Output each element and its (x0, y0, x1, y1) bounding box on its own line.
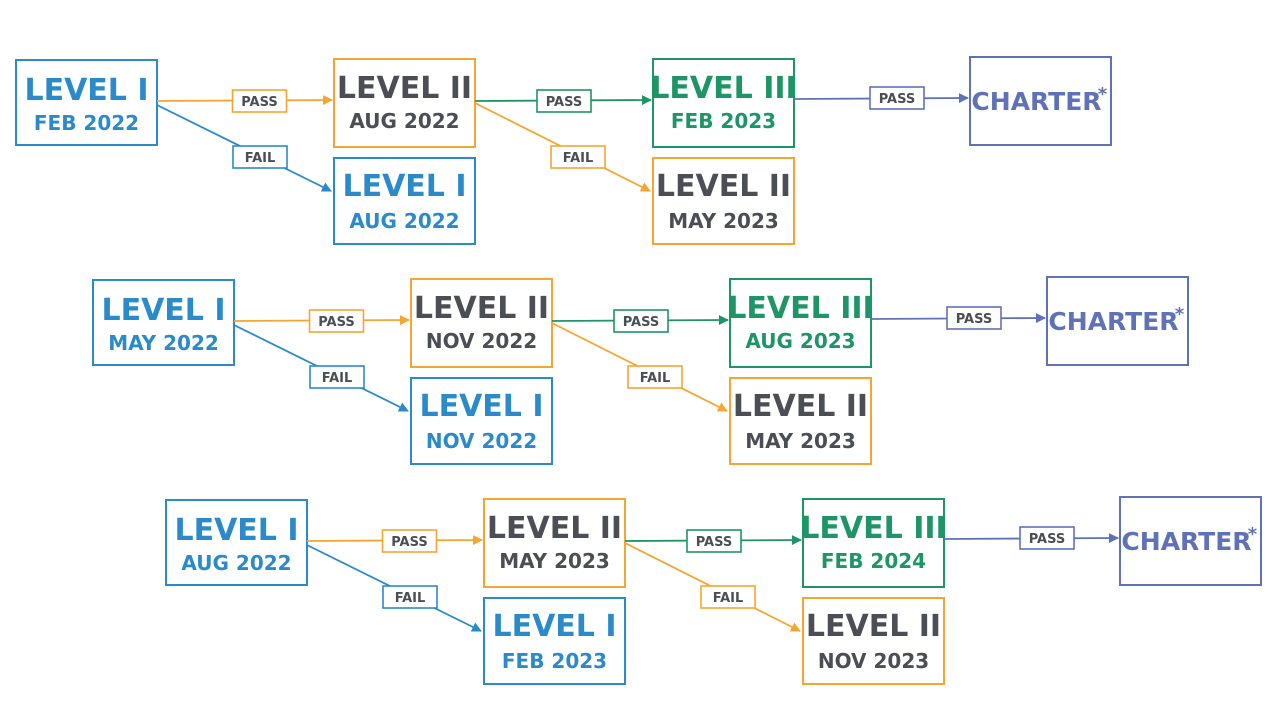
row2-start-box (92, 279, 235, 366)
row1-level2-box (333, 58, 476, 148)
row1-pass-2-label: PASS (546, 95, 583, 110)
row2-retake2-title: LEVEL II (733, 389, 868, 424)
row2-fail-2-label: FAIL (640, 371, 671, 386)
row3-charter-mark: * (1248, 524, 1258, 545)
row2-charter-box (1046, 276, 1189, 366)
row3-fail-1-label: FAIL (395, 591, 426, 606)
row3-retake-box (483, 597, 626, 685)
row3-start-box (165, 499, 308, 586)
row3-pass-3-label: PASS (1029, 532, 1066, 547)
row1-level3-box (652, 58, 795, 148)
row2-level3-title: LEVEL III (727, 291, 873, 326)
row1-retake-date: AUG 2022 (349, 209, 459, 233)
row2-retake-date: NOV 2022 (426, 429, 537, 453)
row2-fail-1-label: FAIL (322, 371, 353, 386)
row1-level3-title: LEVEL III (650, 71, 796, 106)
row2-level2-title: LEVEL II (414, 291, 549, 326)
row1-start-title: LEVEL I (24, 73, 148, 108)
row1-retake-box (333, 157, 476, 245)
row2-start-title: LEVEL I (101, 293, 225, 328)
row2-pass-3-label: PASS (956, 312, 993, 327)
row3-pass-3-tag (1019, 526, 1075, 550)
row1-charter-mark: * (1098, 84, 1108, 105)
row1-retake2-box (652, 157, 795, 245)
row1-fail-2-label: FAIL (563, 151, 594, 166)
row3-start-date: AUG 2022 (181, 551, 291, 575)
row2-pass-1-tag (308, 309, 365, 333)
row3-charter-box (1119, 496, 1262, 586)
row3-fail-1-tag (382, 585, 438, 609)
row1-charter-box (969, 56, 1112, 146)
row3-charter-label: CHARTER (1121, 527, 1251, 556)
row2-level2-box (410, 278, 553, 368)
row2-level2-date: NOV 2022 (426, 329, 537, 353)
row1-pass-1-tag (231, 89, 288, 113)
row1-start-date: FEB 2022 (34, 111, 139, 135)
row2-pass-1-label: PASS (318, 315, 355, 330)
row2-retake2-date: MAY 2023 (745, 429, 856, 453)
row2-retake-box (410, 377, 553, 465)
row1-pass-3-label: PASS (879, 92, 916, 107)
row3-level3-title: LEVEL III (800, 511, 946, 546)
row2-retake-title: LEVEL I (419, 389, 543, 424)
row3-level2-date: MAY 2023 (499, 549, 610, 573)
row3-retake-date: FEB 2023 (502, 649, 607, 673)
row1-retake-title: LEVEL I (342, 169, 466, 204)
row1-level3-date: FEB 2023 (671, 109, 776, 133)
row2-pass-2-tag (613, 309, 669, 333)
row1-pass-3-tag (869, 86, 925, 110)
row2-charter-mark: * (1175, 304, 1185, 325)
row1-level2-date: AUG 2022 (349, 109, 459, 133)
row3-level2-box (483, 498, 626, 588)
row3-level2-title: LEVEL II (487, 511, 622, 546)
row3-fail-2-label: FAIL (713, 591, 744, 606)
row1-retake2-date: MAY 2023 (668, 209, 779, 233)
row1-fail-1-label: FAIL (245, 151, 276, 166)
row1-retake2-title: LEVEL II (656, 169, 791, 204)
row3-level3-date: FEB 2024 (821, 549, 926, 573)
row1-level2-title: LEVEL II (337, 71, 472, 106)
row2-retake2-box (729, 377, 872, 465)
row3-fail-2-tag (700, 585, 756, 609)
row3-retake-title: LEVEL I (492, 609, 616, 644)
row1-pass-2-tag (536, 89, 592, 113)
row2-start-date: MAY 2022 (108, 331, 219, 355)
row3-pass-1-tag (381, 529, 438, 553)
row3-pass-2-tag (686, 529, 742, 553)
row3-start-title: LEVEL I (174, 513, 298, 548)
row2-level3-box (729, 278, 872, 368)
row1-charter-label: CHARTER (971, 87, 1101, 116)
row2-pass-2-label: PASS (623, 315, 660, 330)
row3-pass-2-label: PASS (696, 535, 733, 550)
row2-charter-label: CHARTER (1048, 307, 1178, 336)
row2-level3-date: AUG 2023 (745, 329, 855, 353)
row3-retake2-date: NOV 2023 (818, 649, 929, 673)
row3-level3-box (802, 498, 945, 588)
row2-fail-2-tag (627, 365, 683, 389)
row3-pass-1-label: PASS (391, 535, 428, 550)
row2-pass-3-tag (946, 306, 1002, 330)
row1-start-box (15, 59, 158, 146)
row1-pass-1-label: PASS (241, 95, 278, 110)
row3-retake2-title: LEVEL II (806, 609, 941, 644)
row1-fail-2-tag (550, 145, 606, 169)
row3-retake2-box (802, 597, 945, 685)
row2-fail-1-tag (309, 365, 365, 389)
row1-fail-1-tag (232, 145, 288, 169)
